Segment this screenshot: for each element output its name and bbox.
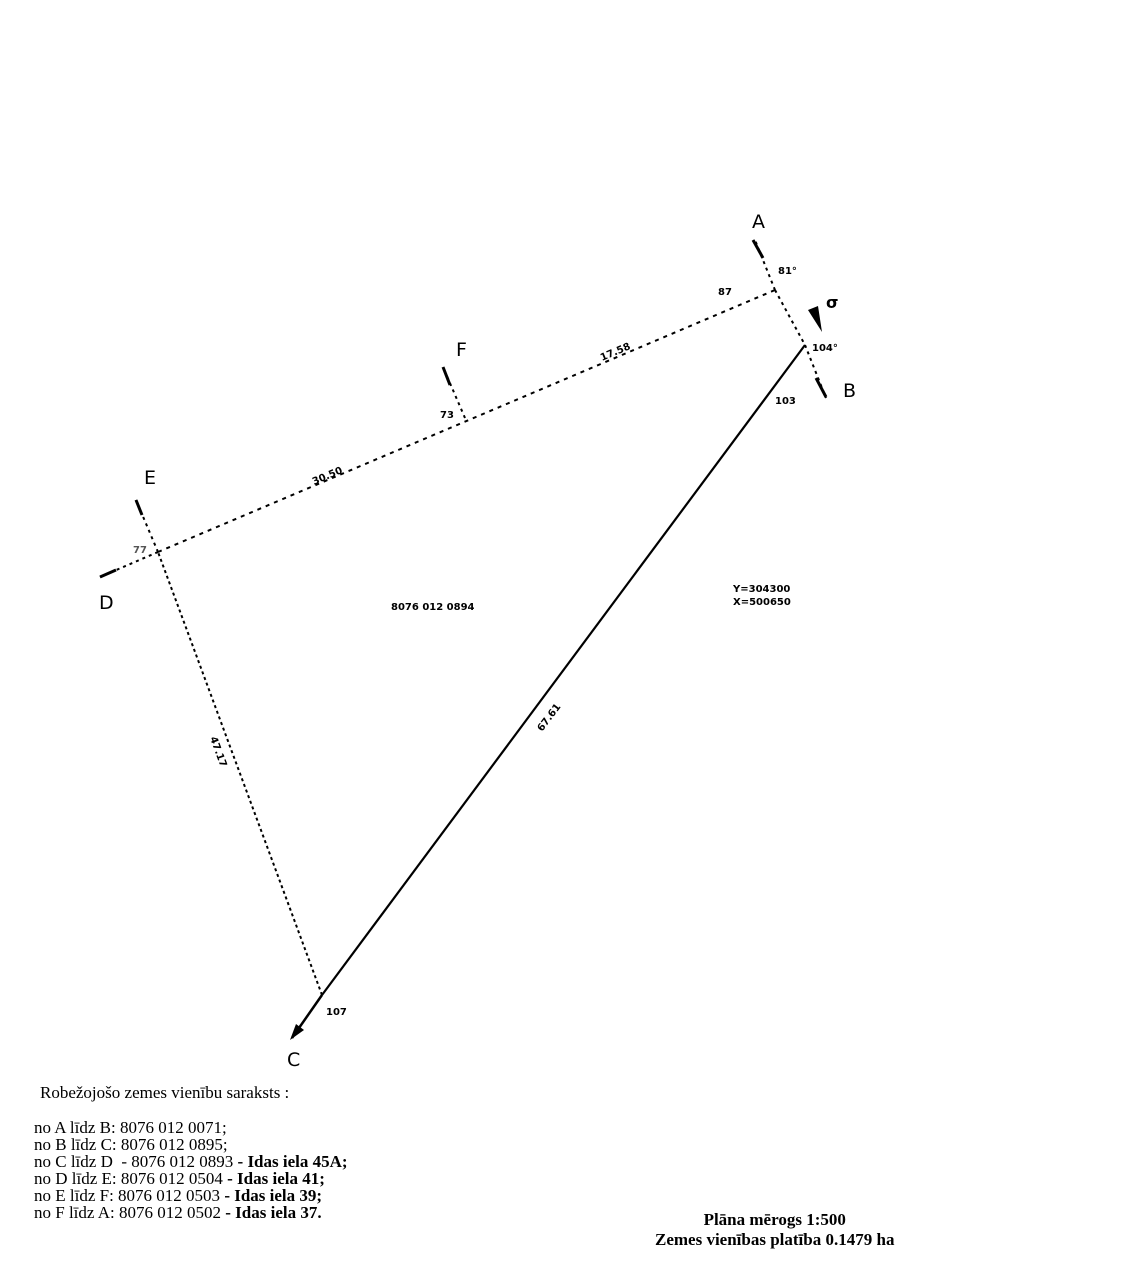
neighbor-list: Robežojošo zemes vienību saraksts : no A…: [34, 1084, 348, 1221]
point-a-label: A: [752, 211, 765, 233]
north-arrow-icon: [808, 306, 822, 332]
neighbor-address: - Idas iela 37.: [221, 1203, 322, 1222]
neighbor-address: - Idas iela 39;: [220, 1186, 323, 1205]
boundary-b-c: [321, 344, 806, 996]
boundary-a-b: [774, 289, 806, 346]
point-b-label: B: [843, 380, 856, 402]
neighbor-row: no E līdz F: 8076 012 0503 - Idas iela 3…: [34, 1187, 348, 1204]
edge-length-ce: 47.17: [207, 735, 228, 769]
neighbor-parcel: no B līdz C: 8076 012 0895;: [34, 1135, 228, 1154]
tick-f: [442, 366, 466, 419]
arrow-b: [814, 377, 828, 398]
neighbor-row: no D līdz E: 8076 012 0504 - Idas iela 4…: [34, 1170, 348, 1187]
angle-f: 73: [440, 410, 454, 421]
neighbor-row: no B līdz C: 8076 012 0895;: [34, 1136, 348, 1153]
point-f-label: F: [456, 339, 467, 361]
tick-b: [804, 344, 827, 399]
point-c-label: C: [287, 1049, 300, 1071]
edge-length-af: 17.58: [599, 341, 632, 364]
neighbor-row: no A līdz B: 8076 012 0071;: [34, 1119, 348, 1136]
arrow-d: [99, 568, 117, 579]
neighbor-address: - Idas iela 41;: [222, 1169, 325, 1188]
arrow-c: [290, 1024, 304, 1040]
neighbor-row: no F līdz A: 8076 012 0502 - Idas iela 3…: [34, 1204, 348, 1221]
plan-info: Plāna mērogs 1:500 Zemes vienības platīb…: [655, 1210, 894, 1250]
neighbor-list-title: Robežojošo zemes vienību saraksts :: [40, 1083, 290, 1102]
boundary-e-a: [157, 289, 776, 553]
angle-b-outer: 104°: [812, 343, 838, 354]
plan-scale: Plāna mērogs 1:500: [703, 1210, 846, 1229]
coordinate-x: X=500650: [733, 597, 791, 608]
neighbor-parcel: no A līdz B: 8076 012 0071;: [34, 1118, 227, 1137]
arrow-a: [751, 239, 765, 259]
angle-a-outer: 81°: [778, 266, 797, 277]
coordinate-y: Y=304300: [732, 584, 790, 595]
arrow-e: [134, 499, 144, 516]
edge-length-bc: 67.61: [536, 702, 564, 734]
neighbor-address: - Idas iela 45A;: [233, 1152, 348, 1171]
neighbor-parcel: no E līdz F: 8076 012 0503: [34, 1186, 221, 1205]
boundary-c-e: [157, 551, 323, 996]
tick-e: [135, 499, 159, 553]
edge-length-fe: 30.50: [311, 465, 344, 488]
north-arrow-label: σ: [826, 293, 838, 312]
angle-a-inner: 87: [718, 287, 732, 298]
point-d-label: D: [99, 592, 114, 614]
neighbor-parcel: no C līdz D - 8076 012 0893: [34, 1152, 234, 1171]
plot-area: Zemes vienības platība 0.1479 ha: [655, 1230, 895, 1249]
point-e-label: E: [144, 467, 156, 489]
neighbor-row: no C līdz D - 8076 012 0893 - Idas iela …: [34, 1153, 348, 1170]
neighbor-parcel: no D līdz E: 8076 012 0504: [34, 1169, 223, 1188]
arrow-f: [441, 366, 452, 386]
angle-c: 107: [326, 1007, 347, 1018]
parcel-id: 8076 012 0894: [391, 602, 475, 613]
angle-b-inner: 103: [775, 396, 796, 407]
neighbor-parcel: no F līdz A: 8076 012 0502: [34, 1203, 222, 1222]
angle-e: 77: [133, 545, 147, 556]
